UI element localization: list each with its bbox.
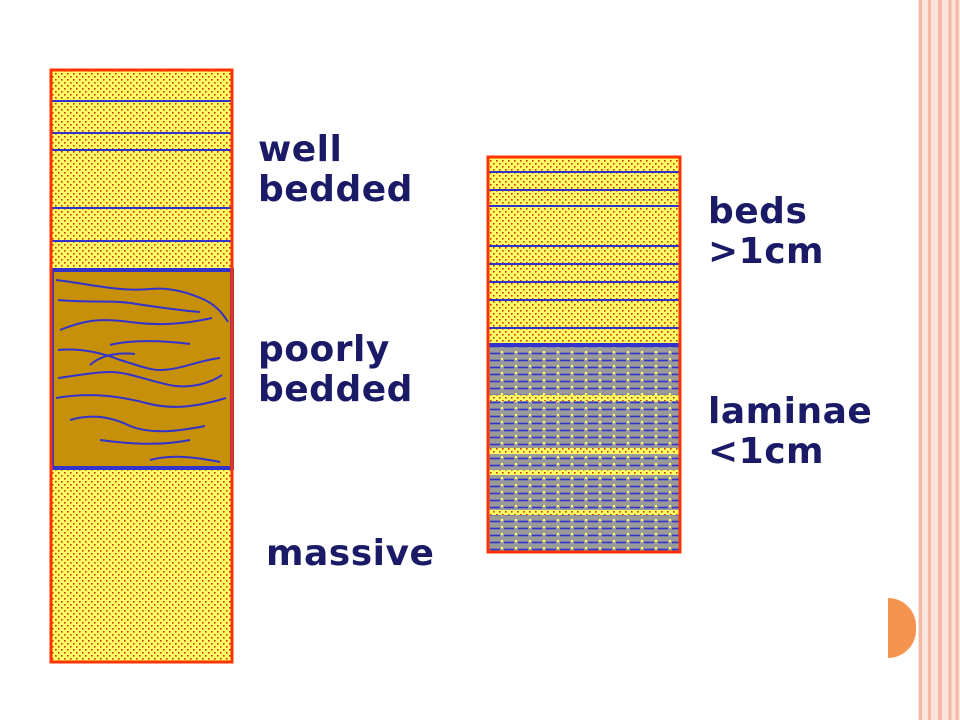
label-massive-line-1: massive	[266, 533, 435, 574]
right-column-border	[486, 155, 682, 554]
label-well-bedded-line-1: well	[258, 129, 343, 170]
left-column-border	[49, 68, 234, 664]
beds-sand-fill	[489, 158, 680, 345]
well-bedded-sand-fill	[52, 70, 232, 270]
label-beds: beds >1cm	[708, 192, 824, 272]
label-well-bedded: well bedded	[258, 130, 413, 210]
label-laminae: laminae <1cm	[708, 392, 872, 472]
label-beds-line-1: beds	[708, 191, 808, 232]
massive-sand-fill	[52, 470, 232, 662]
poorly-bedded-wavy-lines	[55, 279, 229, 463]
label-well-bedded-line-2: bedded	[258, 169, 413, 210]
poorly-bedded-mud-fill	[52, 270, 232, 468]
label-laminae-line-1: laminae	[708, 391, 873, 432]
label-beds-line-2: >1cm	[708, 231, 825, 272]
laminae-sand-streaks	[489, 395, 680, 515]
label-massive: massive	[266, 534, 434, 574]
label-poorly-bedded-line-2: bedded	[258, 369, 413, 410]
label-laminae-line-2: <1cm	[708, 431, 825, 472]
label-poorly-bedded: poorly bedded	[258, 330, 413, 410]
beds-bedding-lines	[489, 171, 680, 329]
left-column	[49, 68, 234, 664]
label-poorly-bedded-line-1: poorly	[258, 329, 390, 370]
well-bedded-bedding-lines	[52, 100, 232, 242]
right-column	[486, 155, 682, 554]
